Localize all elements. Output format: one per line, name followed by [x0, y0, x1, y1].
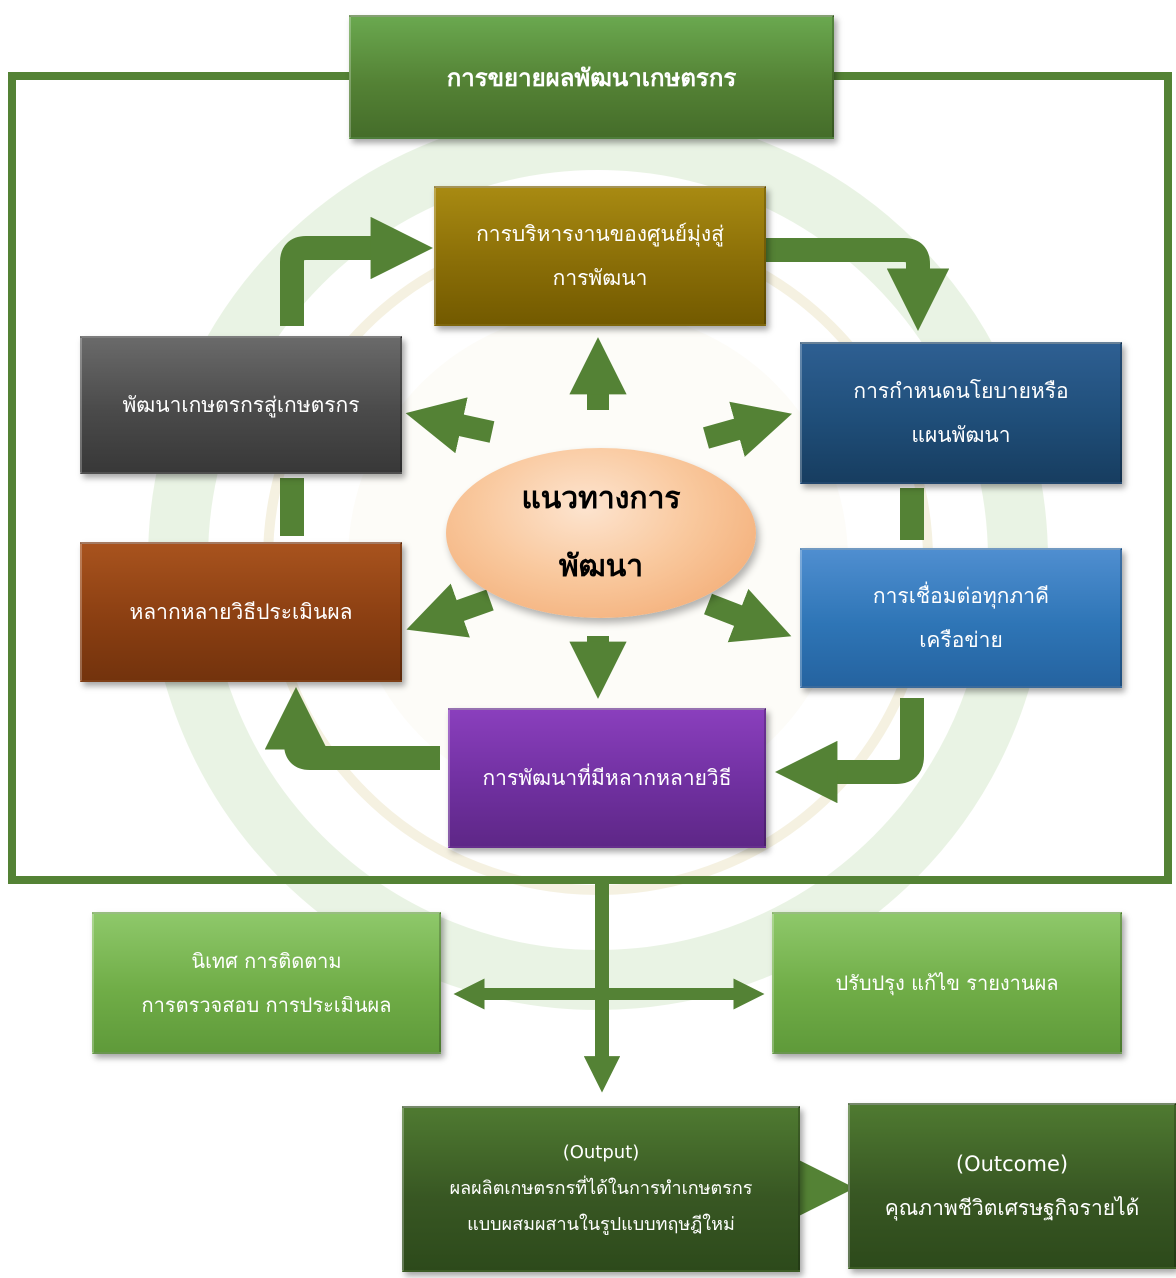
evaluation-methods-box: หลากหลายวิธีประเมินผล — [80, 542, 402, 682]
farmer-to-farmer-box: พัฒนาเกษตรกรสู่เกษตรกร — [80, 336, 402, 474]
network-partners-box: การเชื่อมต่อทุกภาคี เครือข่าย — [800, 548, 1122, 688]
farmer-to-farmer-label: พัฒนาเกษตรกรสู่เกษตรกร — [122, 392, 360, 417]
policy-plan-line1: การกำหนดนโยบายหรือ — [853, 379, 1069, 403]
monitoring-box: นิเทศ การติดตาม การตรวจสอบ การประเมินผล — [92, 912, 441, 1054]
monitoring-line1: นิเทศ การติดตาม — [191, 949, 342, 973]
network-partners-line2: เครือข่าย — [919, 628, 1003, 652]
center-admin-line2: การพัฒนา — [552, 266, 648, 290]
arrow-center-upleft — [405, 397, 495, 454]
improve-report-box: ปรับปรุง แก้ไข รายงานผล — [772, 912, 1122, 1054]
arrow-center-upright — [703, 401, 793, 457]
center-admin-box: การบริหารงานของศูนย์มุ่งสู่ การพัฒนา — [434, 186, 766, 326]
arrow-develop-to-admin — [280, 216, 433, 326]
output-line3: แบบผสมผสานในรูปแบบทฤษฎีใหม่ — [467, 1214, 735, 1235]
outer-frame — [8, 72, 1172, 884]
monitoring-line2: การตรวจสอบ การประเมินผล — [141, 993, 392, 1017]
arrow-admin-to-policy — [766, 238, 950, 331]
center-admin-line1: การบริหารงานของศูนย์มุ่งสู่ — [476, 222, 724, 246]
development-approach-ellipse: แนวทางการ พัฒนา — [446, 448, 756, 618]
arrow-center-downleft — [406, 583, 494, 638]
development-approach-line2: พัฒนา — [558, 549, 644, 584]
improve-report-label: ปรับปรุง แก้ไข รายงานผล — [835, 971, 1059, 995]
output-line2: ผลผลิตเกษตรกรที่ได้ในการทำเกษตรกร — [449, 1178, 753, 1199]
development-approach-line1: แนวทางการ — [521, 481, 681, 516]
arrow-variety-to-eval — [264, 687, 440, 770]
arrow-center-downright — [704, 588, 792, 643]
policy-plan-box: การกำหนดนโยบายหรือ แผนพัฒนา — [800, 342, 1122, 484]
varied-development-box: การพัฒนาที่มีหลากหลายวิธี — [448, 708, 766, 848]
arrow-network-to-variety — [775, 698, 924, 804]
output-box: (Output) ผลผลิตเกษตรกรที่ได้ในการทำเกษตร… — [402, 1106, 800, 1272]
diagram-title-box: การขยายผลพัฒนาเกษตรกร — [349, 15, 834, 139]
outcome-line1: (Outcome) — [955, 1152, 1069, 1176]
varied-development-label: การพัฒนาที่มีหลากหลายวิธี — [482, 765, 732, 790]
output-line1: (Output) — [562, 1142, 640, 1163]
evaluation-methods-label: หลากหลายวิธีประเมินผล — [129, 599, 353, 624]
diagram-title: การขยายผลพัฒนาเกษตรกร — [446, 63, 737, 92]
outcome-box: (Outcome) คุณภาพชีวิตเศรษฐกิจรายได้ — [848, 1103, 1176, 1269]
network-partners-line1: การเชื่อมต่อทุกภาคี — [872, 584, 1050, 608]
outcome-line2: คุณภาพชีวิตเศรษฐกิจรายได้ — [884, 1196, 1140, 1220]
policy-plan-line2: แผนพัฒนา — [911, 423, 1011, 447]
